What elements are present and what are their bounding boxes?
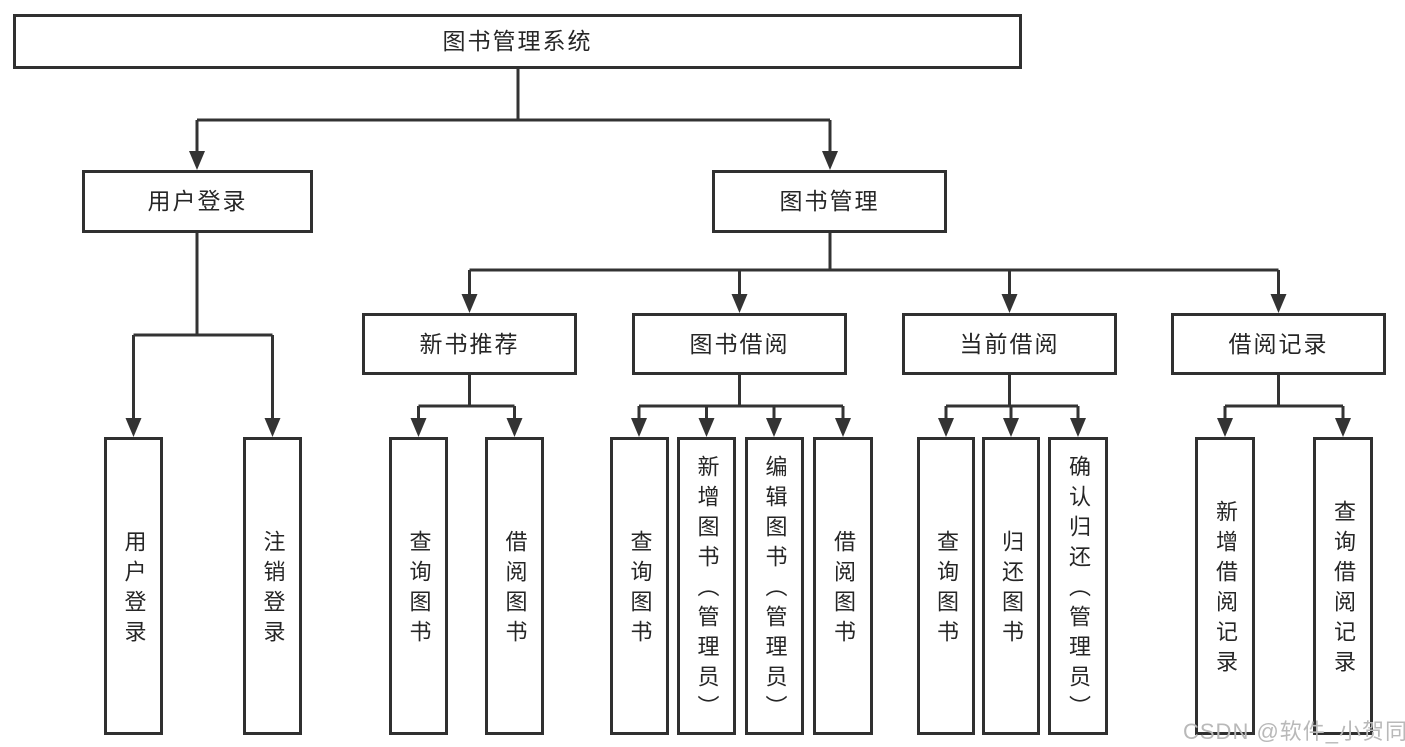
connector-currentborrow-to-leaves	[938, 375, 1086, 437]
node-leaf-edit-book-admin: 编辑图书（管理员）	[745, 437, 804, 735]
node-current-borrow: 当前借阅	[902, 313, 1117, 375]
node-leaf-return-book: 归还图书	[982, 437, 1040, 735]
connector-borrowrecord-to-leaves	[1217, 375, 1351, 437]
connector-userlogin-to-leaves	[125, 233, 281, 437]
node-leaf-query-book-current: 查询图书	[917, 437, 975, 735]
node-book-mgmt: 图书管理	[712, 170, 947, 233]
node-leaf-user-login: 用户登录	[104, 437, 163, 735]
node-leaf-add-borrow-record: 新增借阅记录	[1195, 437, 1255, 735]
connector-newbookrec-to-leaves	[410, 375, 523, 437]
node-leaf-borrow-book: 借阅图书	[813, 437, 873, 735]
node-borrow-record: 借阅记录	[1171, 313, 1386, 375]
node-leaf-confirm-return-admin: 确认归还（管理员）	[1048, 437, 1108, 735]
node-leaf-query-borrow-record: 查询借阅记录	[1313, 437, 1373, 735]
node-book-borrow: 图书借阅	[632, 313, 847, 375]
connector-bookborrow-to-leaves	[631, 375, 851, 437]
node-leaf-borrow-book-recommend: 借阅图书	[485, 437, 544, 735]
node-root: 图书管理系统	[13, 14, 1022, 69]
node-new-book-recommend: 新书推荐	[362, 313, 577, 375]
node-leaf-query-book-recommend: 查询图书	[389, 437, 448, 735]
node-leaf-query-book-borrow: 查询图书	[610, 437, 669, 735]
node-leaf-logout: 注销登录	[243, 437, 302, 735]
csdn-watermark: CSDN @软件_小贺同学	[1183, 719, 1405, 744]
node-user-login: 用户登录	[82, 170, 313, 233]
connector-root-to-level2	[189, 69, 838, 170]
connector-bookmgmt-to-level3	[461, 233, 1287, 313]
node-leaf-add-book-admin: 新增图书（管理员）	[677, 437, 736, 735]
